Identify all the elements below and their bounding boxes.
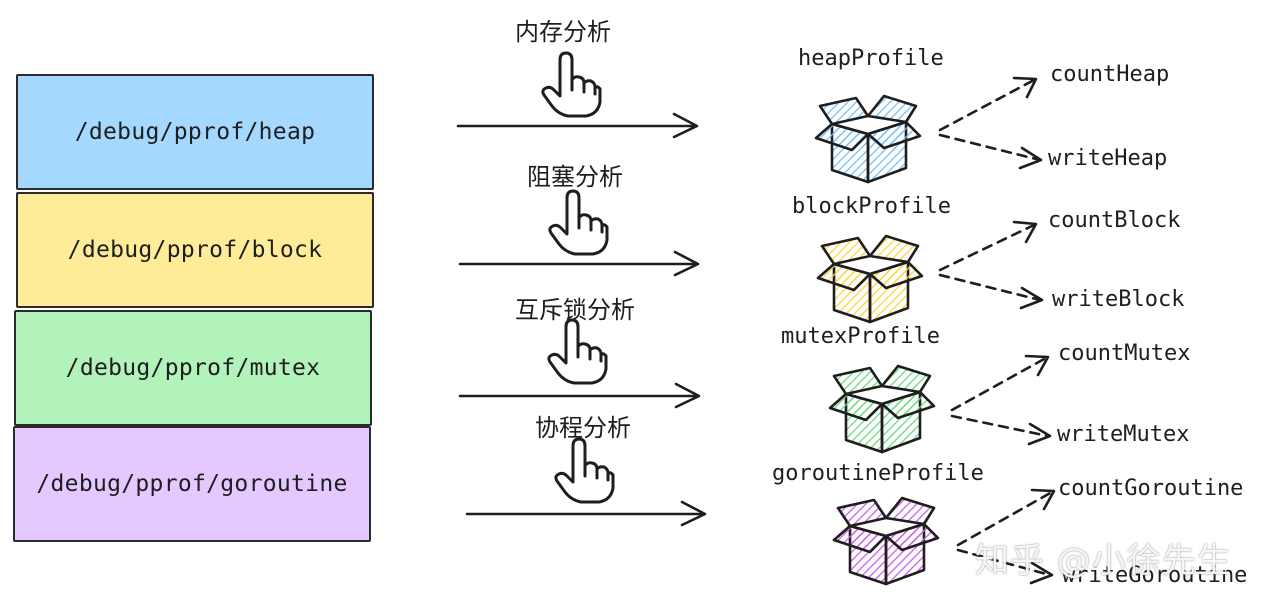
dashed-arrow-count-block [938,223,1036,272]
watermark: 知乎 @小徐先生 [975,541,1232,581]
fn-label-write-heap: writeHeap [1048,146,1168,171]
dashed-arrow-count-heap [938,78,1036,132]
dashed-arrow-write-goroutine [956,548,1052,577]
profile-label-goroutine: goroutineProfile [772,461,984,486]
fn-label-count-block: countBlock [1048,208,1181,233]
action-label-memory: 内存分析 [515,18,611,46]
endpoint-label-heap: /debug/pprof/heap [74,119,316,145]
arrow-goroutine [465,500,707,527]
fn-label-write-mutex: writeMutex [1057,422,1190,447]
dashed-arrow-count-mutex [950,356,1048,412]
pointing-hand-icon [541,51,602,118]
endpoint-label-goroutine: /debug/pprof/goroutine [36,471,348,497]
pointing-hand-icon [547,318,608,385]
arrow-mutex [458,382,701,409]
arrow-block [458,250,700,277]
dashed-arrow-write-heap [938,133,1042,162]
fn-label-write-goroutine: writeGoroutine [1062,563,1248,588]
fn-label-write-block: writeBlock [1052,287,1185,312]
arrow-heap [456,112,699,139]
action-label-goroutine: 协程分析 [535,414,631,442]
endpoint-label-mutex: /debug/pprof/mutex [65,355,321,381]
endpoint-label-block: /debug/pprof/block [67,237,323,263]
dashed-arrow-write-mutex [950,414,1050,438]
profile-label-block: blockProfile [792,194,951,219]
action-label-block: 阻塞分析 [527,163,623,191]
fn-label-count-mutex: countMutex [1058,341,1191,366]
profile-label-heap: heapProfile [798,46,944,71]
open-box-icon-mutex [828,364,936,454]
profile-label-mutex: mutexProfile [781,324,940,349]
endpoint-box-goroutine: /debug/pprof/goroutine [13,426,371,542]
fn-label-count-heap: countHeap [1050,62,1170,87]
endpoint-box-block: /debug/pprof/block [16,192,374,308]
open-box-icon-block [816,234,924,324]
dashed-arrow-count-goroutine [956,490,1054,547]
fn-label-count-goroutine: countGoroutine [1058,476,1244,501]
pointing-hand-icon [548,189,609,256]
endpoint-box-mutex: /debug/pprof/mutex [14,310,372,426]
open-box-icon-heap [814,94,922,184]
endpoint-box-heap: /debug/pprof/heap [16,74,374,190]
dashed-arrow-write-block [938,273,1042,302]
open-box-icon-goroutine [832,496,940,586]
pointing-hand-icon [554,437,615,504]
